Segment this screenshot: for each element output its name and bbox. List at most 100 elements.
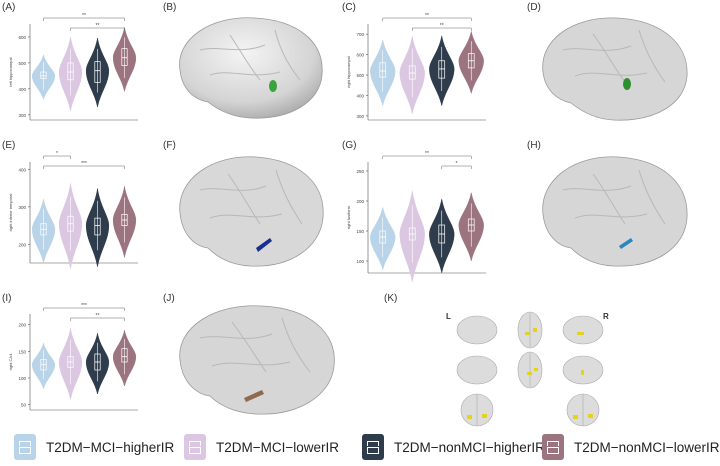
y-tick-label: 400	[18, 167, 26, 172]
sig-label: *	[456, 161, 458, 167]
roi-dot	[577, 332, 584, 335]
box	[408, 227, 416, 241]
sig-label: ***	[81, 161, 87, 167]
panel-label-i: (I)	[2, 293, 12, 304]
panel-label-e: (E)	[2, 140, 16, 151]
sig-bracket	[382, 17, 472, 21]
roi-dot	[527, 372, 532, 375]
y-tick-label: 400	[356, 93, 364, 98]
roi-dot	[573, 415, 578, 419]
sig-bracket	[70, 27, 125, 31]
roi-dot	[482, 414, 487, 418]
box	[408, 65, 416, 80]
box	[67, 62, 74, 81]
view-top	[517, 311, 543, 349]
legend-swatch-1	[14, 434, 36, 460]
box	[121, 48, 128, 66]
roi-dot	[588, 414, 593, 418]
roi-dot	[581, 370, 584, 375]
y-tick-label: 100	[18, 376, 26, 381]
legend-swatch-3	[362, 434, 384, 460]
y-axis-label: right inferior temporal	[8, 193, 13, 231]
y-axis-label: right hippocampal	[346, 56, 351, 88]
brain-hemisphere	[542, 17, 688, 121]
y-tick-label: 300	[18, 113, 26, 118]
roi-highlight	[269, 80, 277, 92]
y-tick-label: 200	[18, 323, 26, 328]
legend-label-2: T2DM−MCI−lowerIR	[216, 439, 340, 455]
y-axis-label: right fusiform	[346, 205, 351, 229]
box	[94, 61, 101, 83]
sig-label: *	[56, 151, 58, 157]
brain-render-f	[179, 156, 324, 267]
view-right-medial	[562, 355, 604, 385]
roi-highlight	[256, 238, 272, 252]
sig-bracket	[43, 155, 71, 159]
legend-label-1: T2DM−MCI−higherIR	[46, 439, 175, 455]
panel-label-d: (D)	[527, 2, 541, 13]
y-tick-label: 700	[356, 32, 364, 37]
brain-render-j	[179, 305, 335, 415]
brain-render-b	[179, 17, 323, 119]
legend-swatch-2	[184, 434, 206, 460]
view-bottom	[517, 351, 543, 389]
sig-label: **	[82, 13, 86, 19]
brain-hemisphere	[542, 156, 688, 267]
box	[40, 71, 47, 79]
box	[121, 348, 128, 363]
sig-label: ***	[81, 303, 87, 309]
sig-bracket	[382, 155, 472, 159]
box	[438, 224, 446, 244]
roi-dot	[534, 368, 538, 371]
panel-label-j: (J)	[163, 293, 175, 304]
view-back	[566, 393, 600, 427]
roi-highlight	[244, 390, 264, 402]
roi-dot	[467, 415, 472, 419]
brain-view-letter-right: R	[603, 312, 609, 321]
roi-highlight	[623, 78, 631, 90]
sig-bracket	[43, 307, 125, 311]
sig-label: **	[425, 13, 429, 19]
y-tick-label: 250	[356, 169, 364, 174]
sig-label: **	[96, 313, 100, 319]
brain-render-d	[542, 17, 688, 121]
view-front	[460, 393, 494, 427]
y-tick-label: 150	[18, 349, 26, 354]
sig-label: **	[96, 23, 100, 29]
y-tick-label: 100	[356, 259, 364, 264]
y-tick-label: 600	[18, 35, 26, 40]
y-tick-label: 200	[356, 199, 364, 204]
sig-bracket	[441, 165, 472, 169]
view-left-medial	[456, 355, 498, 385]
sig-bracket	[43, 17, 125, 21]
box	[379, 230, 387, 244]
y-tick-label: 50	[21, 403, 27, 408]
box	[438, 60, 446, 79]
y-tick-label: 150	[356, 229, 364, 234]
panel-label-c: (C)	[342, 2, 356, 13]
view-right-lateral	[562, 315, 604, 345]
sig-bracket	[412, 27, 472, 31]
roi-dot	[525, 332, 530, 335]
brain-view-letter-left: L	[446, 312, 451, 321]
panel-label-b: (B)	[163, 2, 177, 13]
panel-label-k: (K)	[384, 293, 398, 304]
y-tick-label: 300	[18, 205, 26, 210]
legend-item-3: T2DM−nonMCI−higherIR	[362, 428, 545, 466]
brain-render-h	[542, 156, 688, 267]
y-tick-label: 200	[18, 242, 26, 247]
legend-item-2: T2DM−MCI−lowerIR	[184, 428, 339, 466]
y-axis-label: left hippocampal	[8, 57, 13, 86]
legend-label-4: T2DM−nonMCI−lowerIR	[574, 439, 720, 455]
roi-dot	[533, 328, 537, 332]
brain-hemisphere	[179, 305, 335, 415]
sig-label: **	[440, 23, 444, 29]
y-tick-label: 500	[356, 73, 364, 78]
legend-label-3: T2DM−nonMCI−higherIR	[394, 439, 545, 455]
legend-item-1: T2DM−MCI−higherIR	[14, 428, 174, 466]
